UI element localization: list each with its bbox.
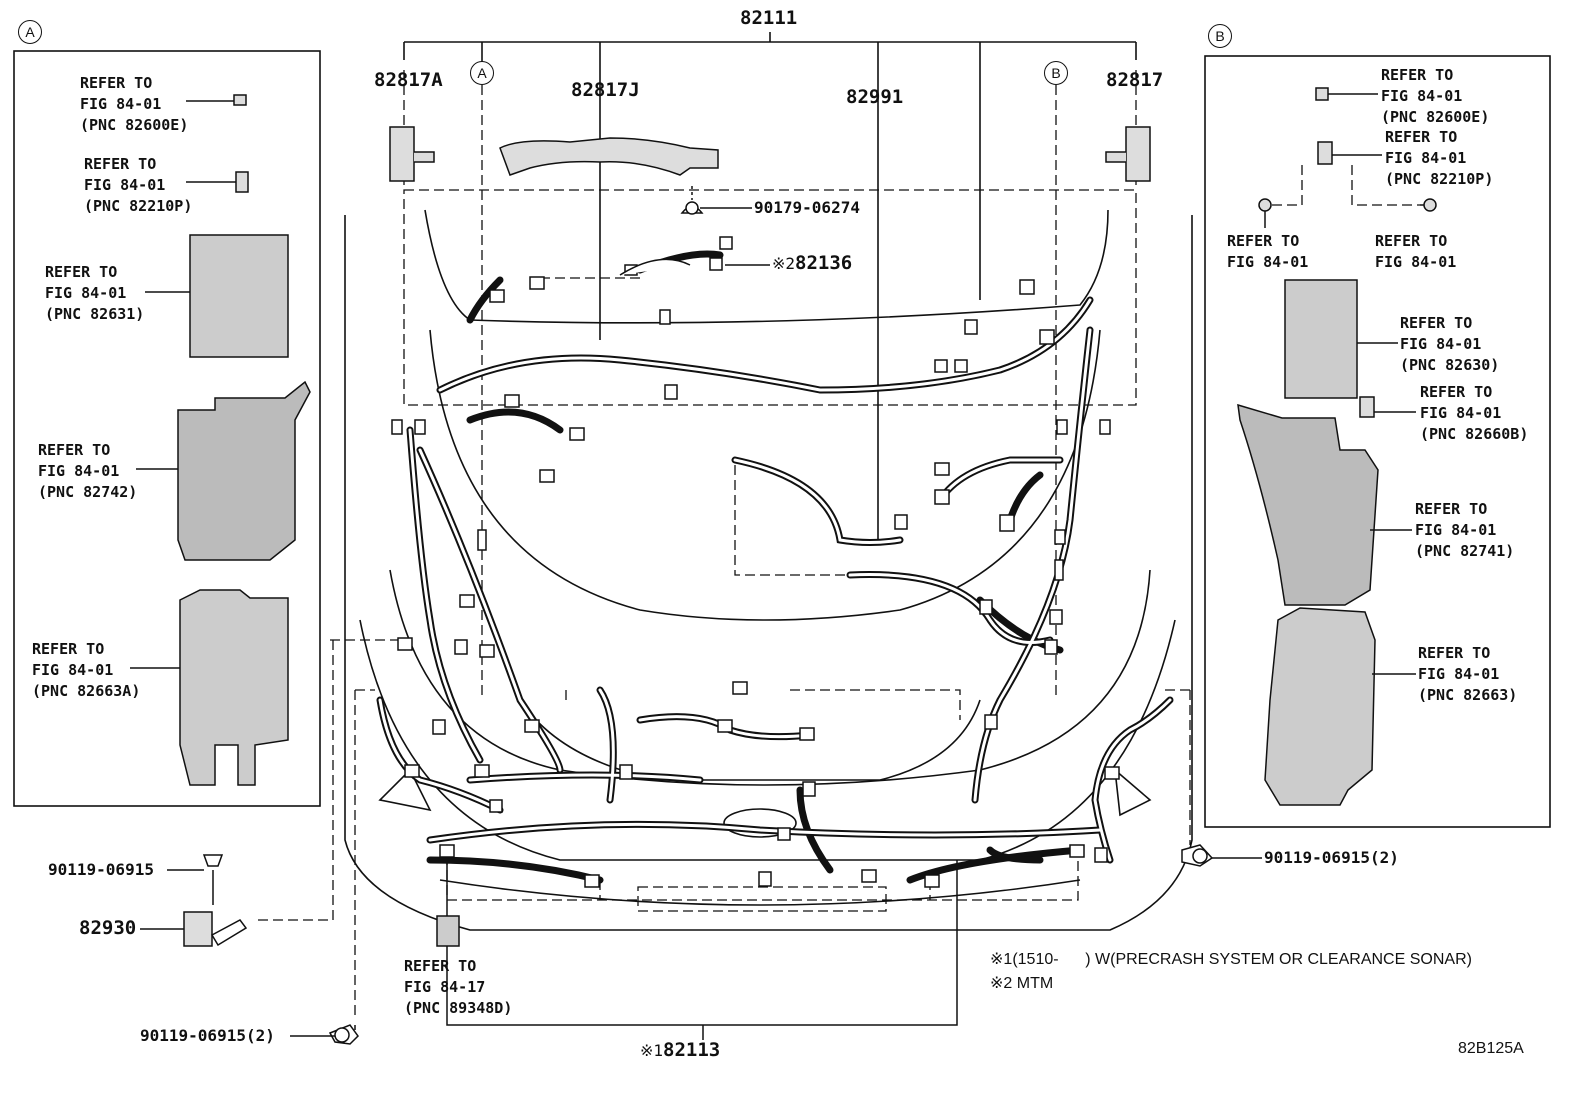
footnote-2: ※2 MTM <box>990 973 1053 993</box>
note-mark-2: ※2 <box>772 254 796 273</box>
footnote-1-text: (1510- ) W(PRECRASH SYSTEM OR CLEARANCE … <box>1012 951 1472 968</box>
footnote-2-text: MTM <box>1016 975 1054 992</box>
inset-b-parts <box>1181 87 1437 867</box>
footnote-2-mark: ※2 <box>990 975 1013 992</box>
inset-a-frame <box>13 50 321 807</box>
part-82817j-label: 82817J <box>571 79 640 101</box>
inset-b-callout: B <box>1044 61 1068 85</box>
inset-a-parts <box>130 94 311 947</box>
footnote-1-mark: ※1 <box>990 951 1013 968</box>
part-82113-number: 82113 <box>663 1039 721 1061</box>
connectors <box>391 236 1120 888</box>
part-90119-left-label: 90119-06915 <box>48 860 154 879</box>
part-90179-label: 90179-06274 <box>754 198 860 217</box>
inset-a-callout: A <box>470 61 494 85</box>
part-90119-right-label: 90119-06915(2) <box>1264 848 1399 867</box>
inset-a-marker: A <box>18 20 42 44</box>
part-82113-label: ※182113 <box>640 1040 720 1061</box>
part-82817a-label: 82817A <box>374 69 443 91</box>
part-82817-label: 82817 <box>1106 69 1164 91</box>
inset-b-marker: B <box>1208 24 1232 48</box>
part-82991-label: 82991 <box>846 86 904 108</box>
part-82136-number: 82136 <box>795 252 853 274</box>
note-mark-1: ※1 <box>640 1041 664 1060</box>
part-90119-bottom-label: 90119-06915(2) <box>140 1026 275 1045</box>
diagram-code: 82B125A <box>1458 1040 1524 1057</box>
footnote-1: ※1(1510- ) W(PRECRASH SYSTEM OR CLEARANC… <box>990 949 1472 969</box>
part-82930-label: 82930 <box>79 917 137 939</box>
inset-b-frame <box>1204 55 1551 828</box>
part-82136-label: ※282136 <box>772 253 852 274</box>
part-82111-label: 82111 <box>740 7 798 29</box>
wire-harness <box>376 250 1174 884</box>
